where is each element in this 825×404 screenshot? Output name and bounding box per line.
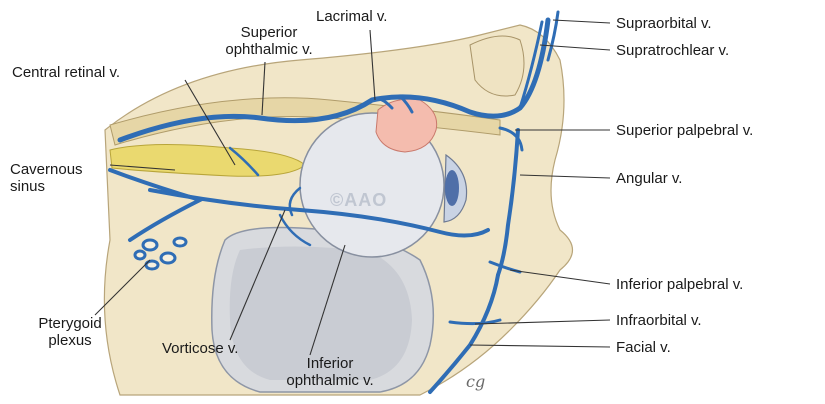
label-angular-v: Angular v. bbox=[616, 170, 682, 187]
label-inferior-ophthalmic-v: Inferior ophthalmic v. bbox=[270, 355, 390, 389]
label-pterygoid-plexus-line1: Pterygoid bbox=[20, 315, 120, 332]
label-cavernous-sinus-line1: Cavernous bbox=[10, 161, 105, 178]
iris bbox=[445, 170, 459, 206]
artist-signature: cg bbox=[466, 372, 485, 391]
label-inferior-ophthalmic-v-line2: ophthalmic v. bbox=[270, 372, 390, 389]
lacrimal-gland bbox=[376, 99, 437, 152]
label-facial-v: Facial v. bbox=[616, 339, 671, 356]
label-vorticose-v: Vorticose v. bbox=[162, 340, 238, 357]
label-supratrochlear-v: Supratrochlear v. bbox=[616, 42, 729, 59]
label-infraorbital-v: Infraorbital v. bbox=[616, 312, 702, 329]
label-inferior-ophthalmic-v-line1: Inferior bbox=[270, 355, 390, 372]
label-cavernous-sinus: Cavernous sinus bbox=[10, 161, 105, 195]
label-superior-palpebral-v: Superior palpebral v. bbox=[616, 122, 753, 139]
label-superior-ophthalmic-v-line1: Superior bbox=[210, 24, 328, 41]
label-superior-ophthalmic-v: Superior ophthalmic v. bbox=[210, 24, 328, 58]
label-central-retinal-v: Central retinal v. bbox=[12, 64, 120, 81]
label-supraorbital-v: Supraorbital v. bbox=[616, 15, 712, 32]
label-superior-ophthalmic-v-line2: ophthalmic v. bbox=[210, 41, 328, 58]
label-pterygoid-plexus: Pterygoid plexus bbox=[20, 315, 120, 349]
label-lacrimal-v: Lacrimal v. bbox=[316, 8, 387, 25]
label-inferior-palpebral-v: Inferior palpebral v. bbox=[616, 276, 743, 293]
copyright-watermark: ©AAO bbox=[330, 190, 387, 211]
label-pterygoid-plexus-line2: plexus bbox=[20, 332, 120, 349]
label-cavernous-sinus-line2: sinus bbox=[10, 178, 105, 195]
